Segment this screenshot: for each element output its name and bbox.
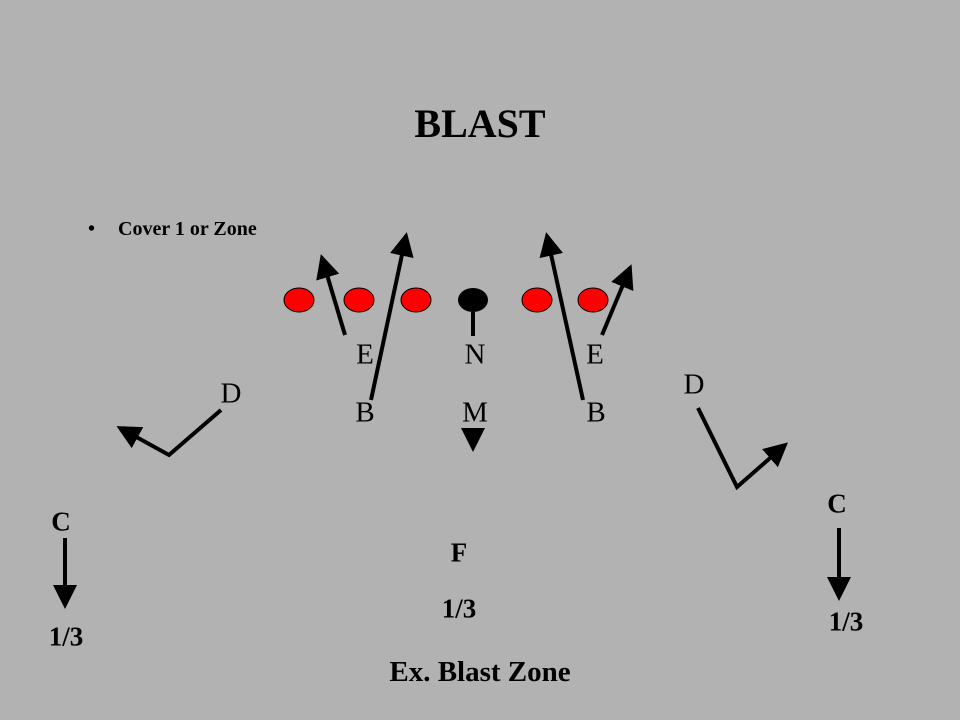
offensive-lineman-1: [283, 287, 315, 313]
zone-left-label: 1/3: [48, 621, 84, 652]
offensive-lineman-3: [400, 287, 432, 313]
linebacker-left-blitz-arrow: [369, 232, 414, 401]
defensive-back-right-route: [696, 407, 789, 491]
slide-title: BLAST: [414, 101, 546, 146]
defensive-end-left-label: E: [356, 338, 374, 371]
zone-right-label: 1/3: [828, 606, 864, 637]
corner-left-label: C: [51, 506, 71, 537]
end-right-rush-arrow: [600, 264, 634, 336]
mike-label: M: [462, 396, 488, 429]
bullet-text: Cover 1 or Zone: [118, 218, 257, 240]
linebacker-right-label: B: [586, 396, 606, 429]
zone-middle-label: 1/3: [441, 593, 477, 624]
linebacker-right-blitz-arrow: [539, 232, 585, 401]
free-safety-label: F: [450, 537, 468, 568]
defensive-end-right-label: E: [586, 338, 604, 371]
defensive-back-left-route: [116, 408, 223, 458]
offensive-lineman-4: [521, 287, 553, 313]
bullet-item: • Cover 1 or Zone: [88, 218, 257, 241]
corner-right-label: C: [827, 488, 847, 519]
bullet-dot: •: [88, 218, 96, 240]
defensive-back-right-label: D: [683, 368, 705, 401]
offensive-lineman-5: [577, 287, 609, 313]
nose-label: N: [464, 338, 486, 371]
offensive-lineman-2: [343, 287, 375, 313]
center-ball: [458, 288, 488, 312]
defensive-back-left-label: D: [220, 377, 242, 410]
linebacker-left-label: B: [355, 396, 375, 429]
footer-caption: Ex. Blast Zone: [389, 656, 571, 688]
end-left-rush-arrow: [316, 254, 347, 336]
